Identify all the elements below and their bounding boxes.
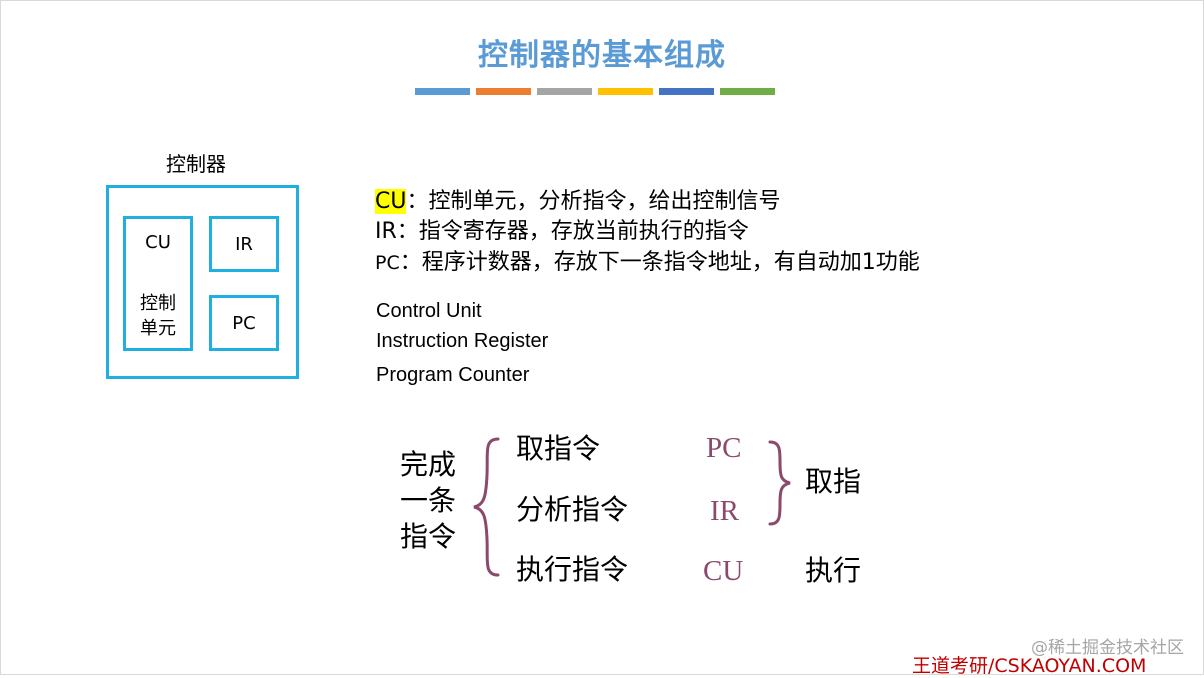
cu-box-label-line1: 控制: [140, 293, 176, 314]
controller-label: 控制器: [166, 152, 226, 176]
step-execute: 执行指令: [516, 553, 629, 586]
cu-box-label-line2: 单元: [140, 318, 176, 339]
english-name-pc: Program Counter: [376, 364, 530, 386]
definition-ir: IR：指令寄存器，存放当前执行的指令: [375, 213, 749, 245]
steps-left-line2: 一条: [400, 484, 457, 517]
english-name-ir: Instruction Register: [376, 330, 549, 352]
group-fetch-label: 取指: [805, 465, 862, 498]
title-underline-stripes: [415, 88, 780, 95]
stripe-gray: [537, 88, 592, 95]
definition-cu: CU：控制单元，分析指令，给出控制信号: [375, 183, 780, 215]
definition-pc: PC：程序计数器，存放下一条指令地址，有自动加1功能: [375, 244, 920, 276]
definition-cu-text: ：控制单元，分析指令，给出控制信号: [406, 189, 781, 214]
steps-left-line1: 完成: [400, 448, 457, 481]
left-brace: [473, 437, 500, 577]
right-brace: [768, 440, 791, 526]
stripe-blue: [415, 88, 470, 95]
register-ir: IR: [710, 495, 739, 527]
watermark: @稀土掘金技术社区: [1031, 638, 1184, 658]
cu-box-abbr: CU: [145, 232, 171, 253]
page-title: 控制器的基本组成: [478, 38, 726, 73]
ir-box-abbr: IR: [235, 234, 253, 255]
ir-box: [209, 216, 279, 272]
definition-pc-text: ：程序计数器，存放下一条指令地址，有自动加1功能: [399, 250, 920, 275]
group-execute-label: 执行: [805, 554, 862, 587]
step-decode: 分析指令: [516, 493, 629, 526]
stripe-dark-blue: [659, 88, 714, 95]
definition-cu-abbr: CU: [375, 189, 407, 214]
english-name-cu: Control Unit: [376, 300, 482, 322]
definition-ir-abbr: IR: [375, 219, 397, 244]
definition-ir-text: ：指令寄存器，存放当前执行的指令: [396, 219, 749, 244]
register-pc: PC: [706, 432, 742, 464]
steps-left-line3: 指令: [400, 520, 457, 553]
stripe-green: [720, 88, 775, 95]
controller-box: [106, 185, 299, 379]
pc-box-abbr: PC: [232, 313, 256, 334]
stripe-yellow: [598, 88, 653, 95]
step-fetch: 取指令: [516, 432, 601, 465]
stripe-orange: [476, 88, 531, 95]
brand-footer: 王道考研/CSKAOYAN.COM: [912, 655, 1147, 677]
register-cu: CU: [703, 555, 744, 587]
pc-box: [209, 295, 279, 351]
cu-box: [123, 216, 193, 351]
definition-pc-abbr: PC: [375, 252, 400, 274]
